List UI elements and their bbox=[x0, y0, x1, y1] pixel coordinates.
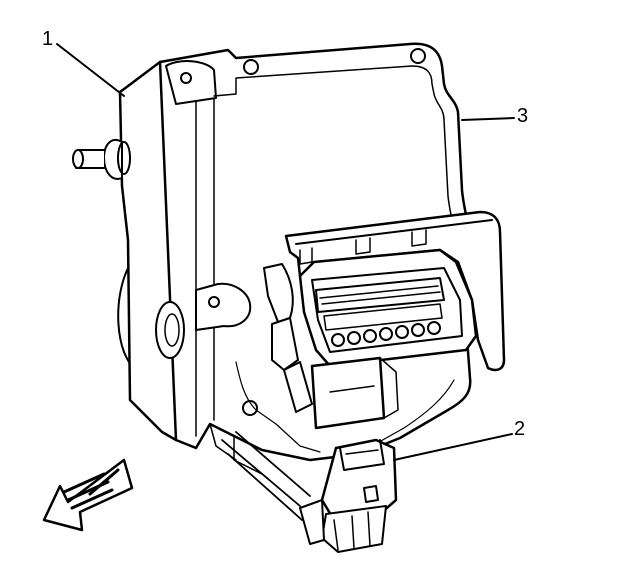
callout-label-3: 3 bbox=[517, 105, 529, 127]
leader-lines bbox=[56, 43, 515, 461]
connector-socket bbox=[263, 210, 506, 430]
harness-connector bbox=[221, 431, 398, 553]
cover-gasket bbox=[235, 361, 455, 453]
front-arrow-icon bbox=[42, 458, 134, 532]
callout-label-2: 2 bbox=[514, 418, 526, 440]
callout-label-1: 1 bbox=[42, 28, 54, 50]
